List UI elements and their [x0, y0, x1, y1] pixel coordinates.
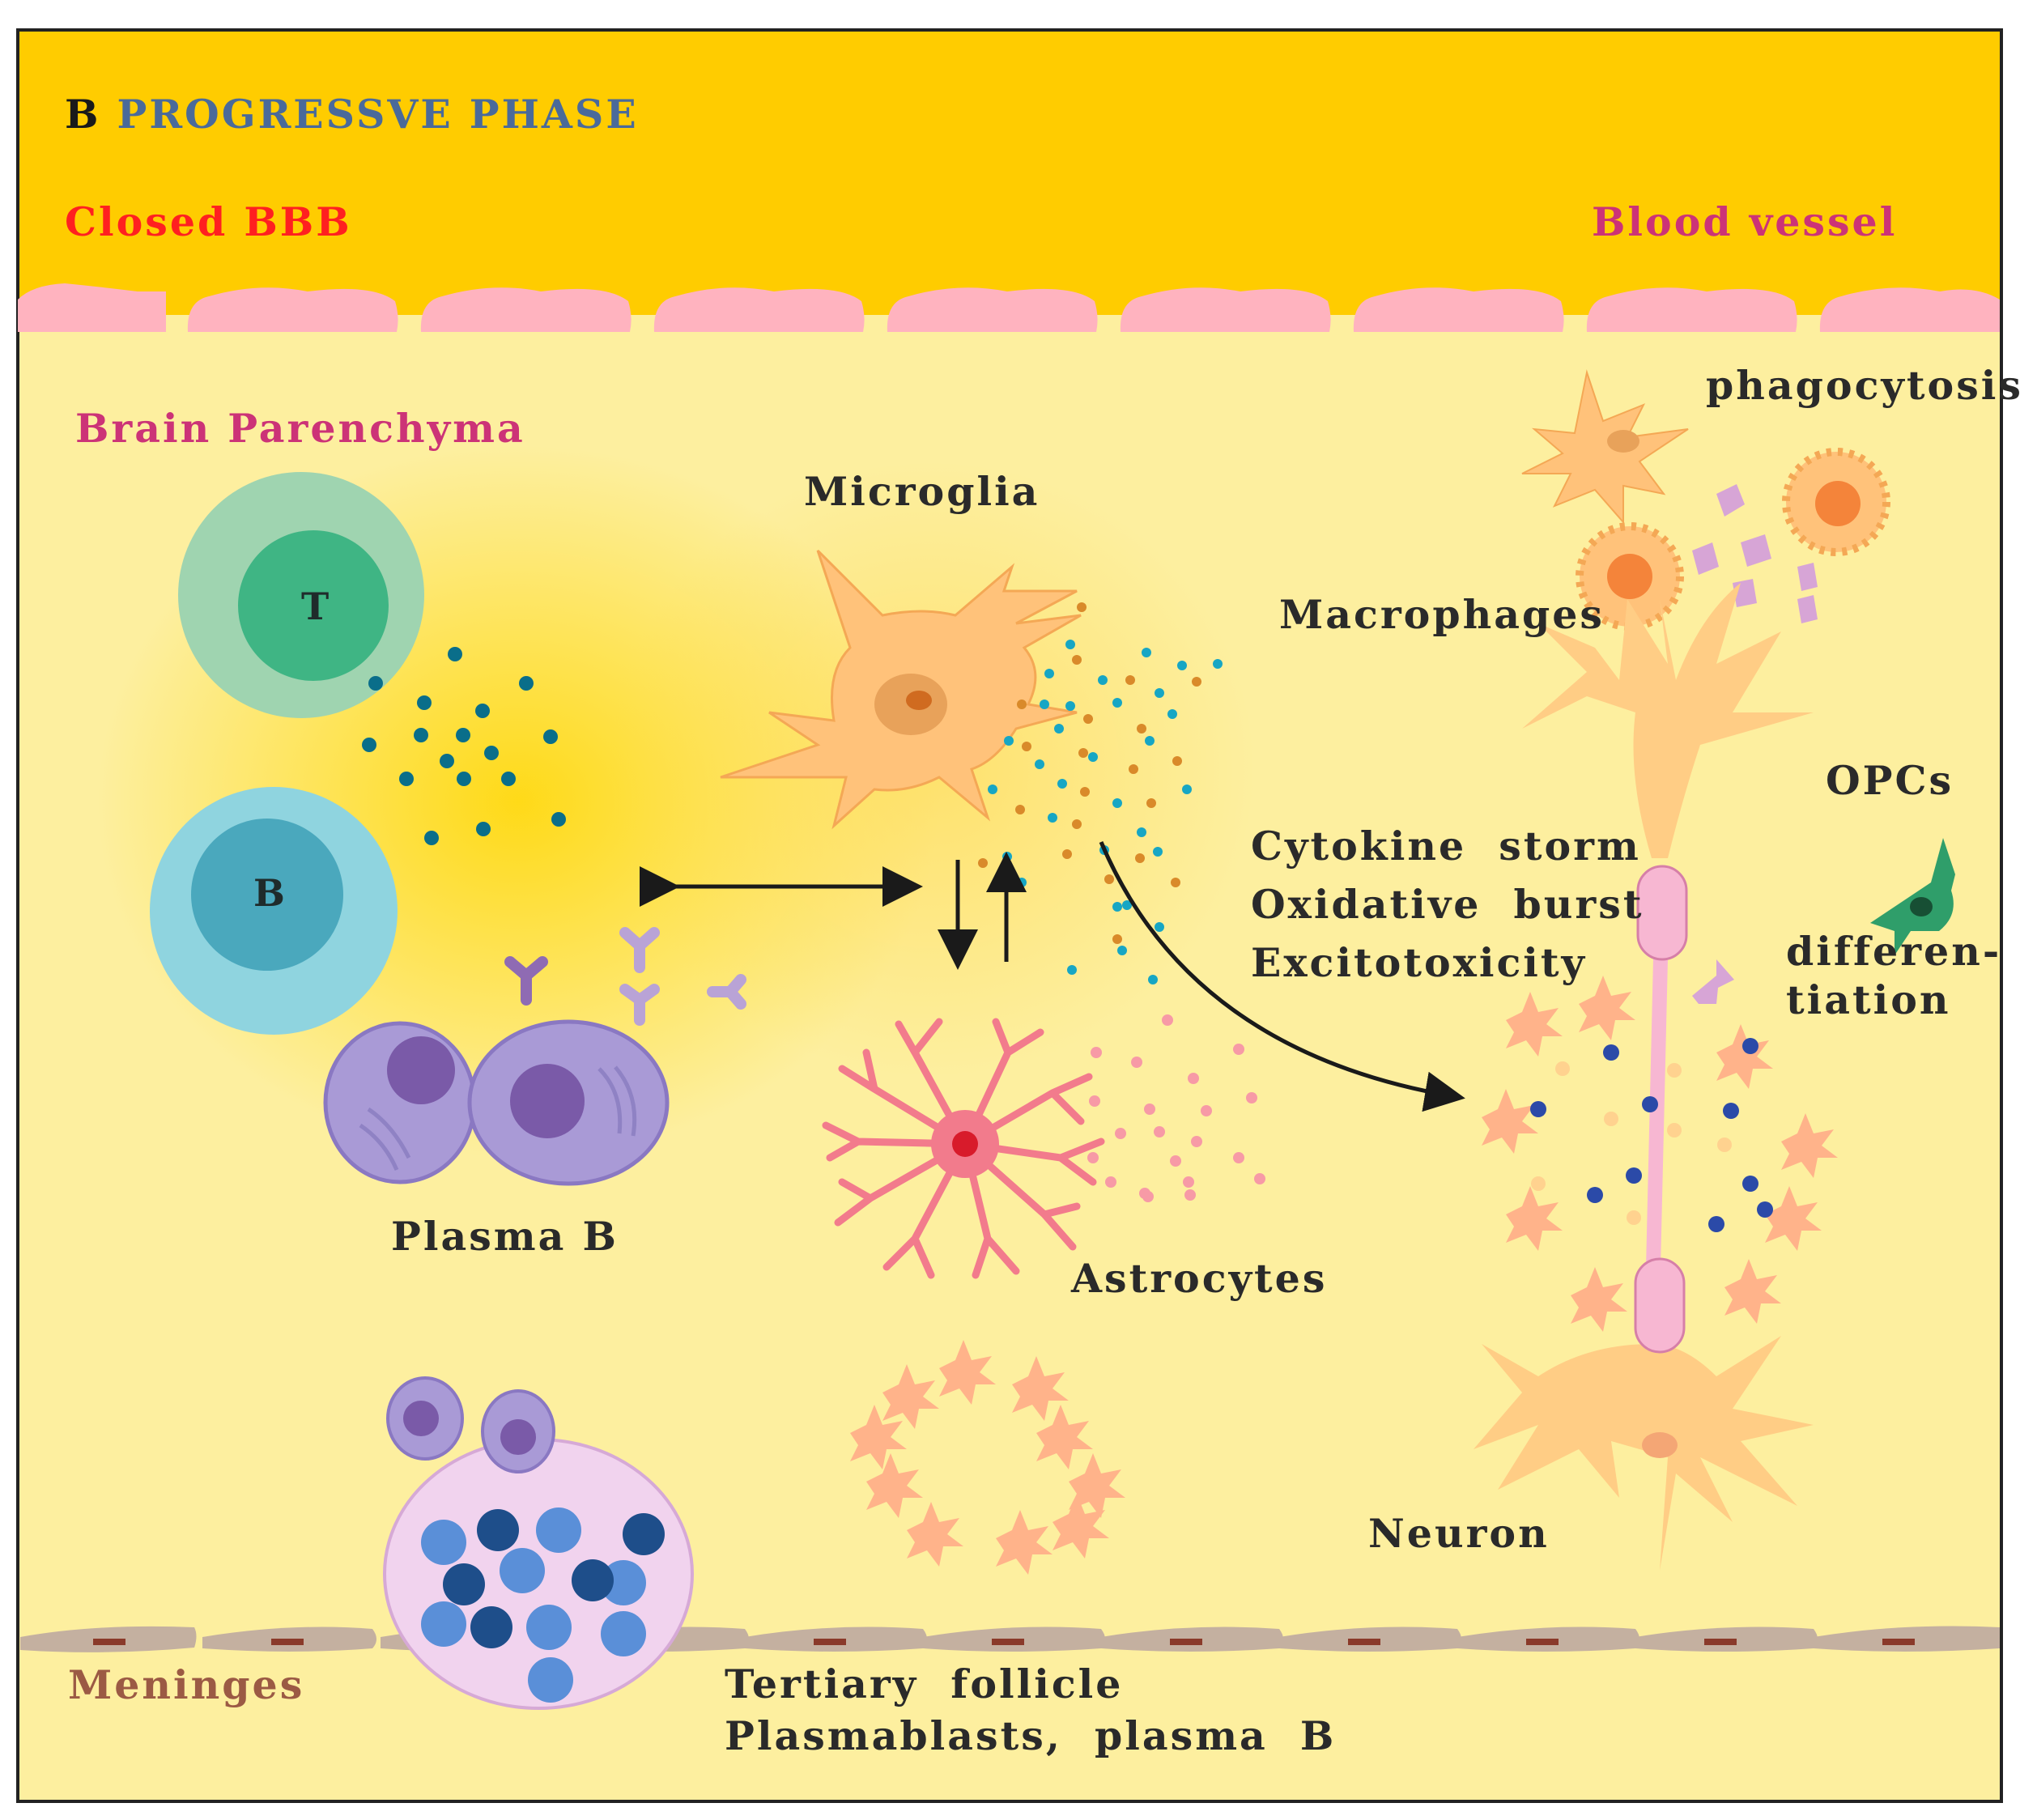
closed-bbb-label: Closed BBB	[65, 198, 352, 245]
plasma-b-cells	[323, 1019, 670, 1186]
opcs-label: OPCs	[1826, 757, 1954, 804]
b-cell-label: B	[253, 871, 285, 915]
astrocyte-particles	[1087, 1014, 1265, 1202]
differentiation-label: differen- tiation	[1786, 928, 2002, 1023]
panel-phase: PROGRESSVE PHASE	[117, 91, 639, 138]
meninges-layer	[20, 1626, 2000, 1652]
panel-title: B PROGRESSVE PHASE	[65, 91, 639, 138]
myelin-debris	[1692, 484, 1818, 623]
brain-parenchyma-label: Brain Parenchyma	[75, 405, 525, 452]
microglia-label: Microglia	[804, 468, 1040, 515]
endothelium-layer	[18, 283, 2000, 332]
panel-letter: B	[65, 91, 101, 138]
astrocytes-label: Astrocytes	[1071, 1255, 1328, 1302]
blood-vessel-label: Blood vessel	[1592, 198, 1898, 245]
meninges-label: Meninges	[68, 1661, 305, 1708]
blood-vessel-region	[19, 32, 2000, 315]
macrophages-label: Macrophages	[1279, 591, 1605, 638]
antibodies	[504, 927, 746, 1026]
opc-cell	[1870, 838, 1955, 955]
neuron-damage-particles	[1530, 1038, 1773, 1232]
plasma-b-label: Plasma B	[391, 1213, 619, 1260]
tertiary-follicle	[383, 1376, 694, 1710]
effects-label: Cytokine storm Oxidative burst Excitotox…	[1251, 823, 1644, 986]
macrophages	[1521, 369, 1890, 631]
neuron-label: Neuron	[1368, 1510, 1550, 1557]
t-cell-label: T	[301, 585, 330, 628]
astrocyte	[822, 1018, 1105, 1279]
t-cell-cytokines	[362, 647, 566, 845]
differentiation-arrow	[1692, 959, 1734, 1004]
b-cell	[150, 787, 398, 1035]
follicle-label: Tertiary follicle Plasmablasts, plasma B	[725, 1661, 1337, 1759]
phagocytosis-label: phagocytosis	[1706, 362, 2020, 409]
interaction-arrows	[640, 841, 1465, 1112]
t-cell	[178, 472, 424, 718]
reactive-glia-cluster	[850, 1340, 1125, 1575]
reactive-glia-neuron	[1482, 976, 1838, 1332]
microglia	[720, 549, 1082, 830]
neuron	[1474, 583, 1814, 1571]
